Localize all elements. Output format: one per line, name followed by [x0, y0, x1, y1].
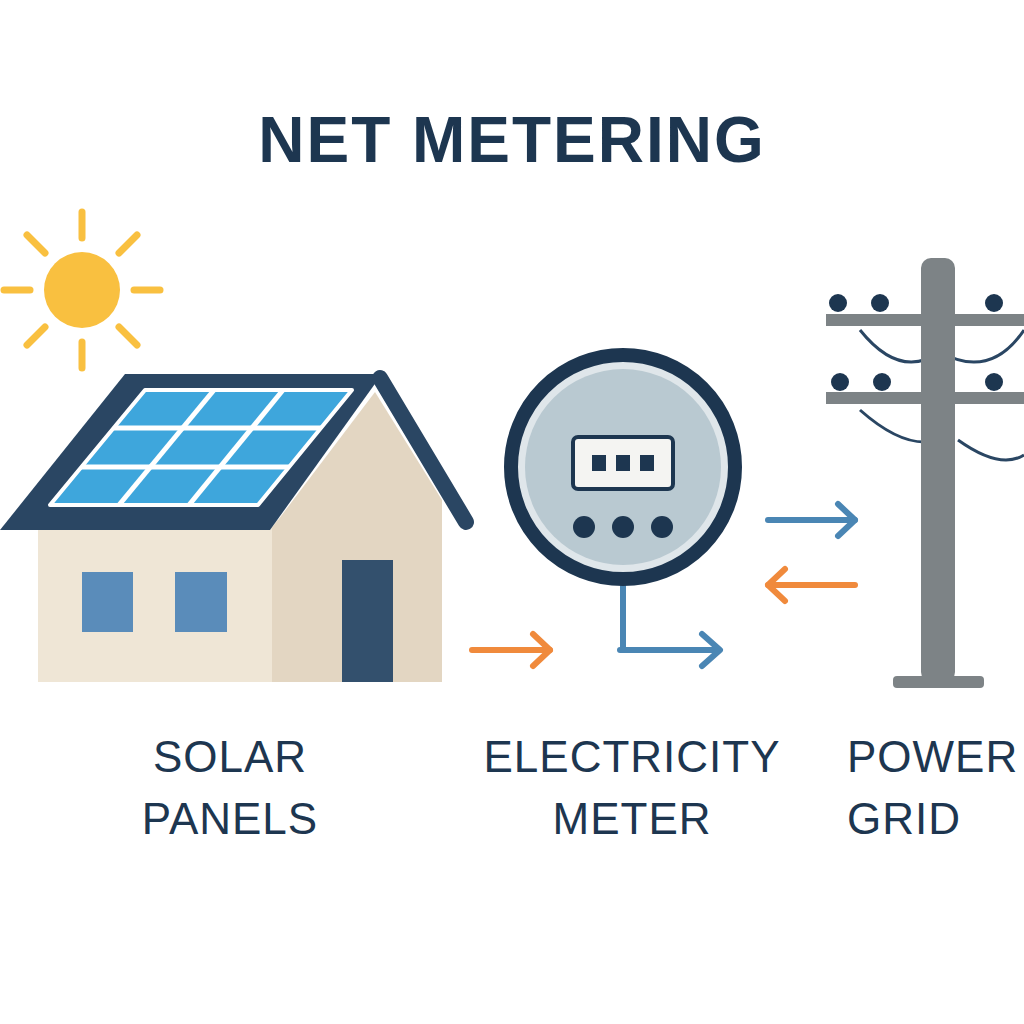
house — [0, 374, 466, 682]
to-grid-arrow — [768, 504, 855, 536]
sun — [4, 212, 160, 368]
arrowhead — [768, 569, 785, 601]
sun-ray — [79, 212, 86, 238]
crossarm — [826, 392, 1024, 404]
house-wall — [38, 520, 278, 682]
meter-face — [525, 369, 721, 565]
arrow-line — [472, 647, 550, 653]
sun-ray — [27, 235, 45, 253]
meter-node: ELECTRICITY METER — [550, 345, 768, 850]
sun-ray — [79, 342, 86, 368]
panel-grid — [81, 390, 321, 505]
insulator — [985, 294, 1003, 312]
sun-ray — [4, 287, 30, 294]
roof — [0, 374, 382, 530]
arrowhead — [838, 504, 855, 536]
house-node: SOLAR PANELS — [0, 370, 472, 850]
door — [342, 560, 393, 682]
window — [82, 572, 133, 632]
pole-base — [893, 676, 984, 688]
roof-edge — [380, 378, 466, 522]
meter-stem — [620, 579, 626, 650]
panel-divider — [114, 426, 321, 431]
panel-divider — [119, 390, 214, 505]
display-digit — [616, 455, 630, 471]
sun-ray — [134, 287, 160, 294]
node-label: ELECTRICITY METER — [462, 726, 802, 850]
diagram-title: NET METERING — [0, 100, 1024, 180]
insulator — [831, 373, 849, 391]
sun-disc — [44, 252, 120, 328]
panel-divider — [189, 390, 283, 505]
wire — [958, 440, 1024, 460]
crossarm — [826, 314, 1024, 326]
insulator — [873, 373, 891, 391]
meter-dot — [612, 516, 634, 538]
panel-divider — [81, 465, 289, 470]
solar-panel — [50, 390, 352, 505]
electricity-meter — [511, 355, 735, 666]
node-label: SOLAR PANELS — [80, 726, 380, 850]
sun-ray — [119, 235, 137, 253]
window — [175, 572, 227, 632]
node-label: POWER GRID — [847, 726, 1019, 850]
arrow-line — [768, 517, 855, 523]
meter-output-arrow — [620, 647, 718, 653]
power-pole — [826, 258, 1024, 688]
insulator — [985, 373, 1003, 391]
meter-body — [511, 355, 735, 579]
sun-ray — [27, 327, 45, 345]
arrowhead — [533, 634, 550, 666]
grid-node: POWER GRID — [855, 255, 1024, 850]
from-grid-arrow — [768, 569, 855, 601]
display-digit — [640, 455, 654, 471]
meter-output-arrowhead — [702, 634, 720, 666]
display-digit — [592, 455, 606, 471]
arrow-line — [768, 582, 855, 588]
meter-dot — [651, 516, 673, 538]
meter-dot — [573, 516, 595, 538]
meter-display — [573, 437, 673, 489]
insulator — [871, 294, 889, 312]
insulator — [829, 294, 847, 312]
export-arrow — [472, 634, 550, 666]
sun-ray — [119, 327, 137, 345]
